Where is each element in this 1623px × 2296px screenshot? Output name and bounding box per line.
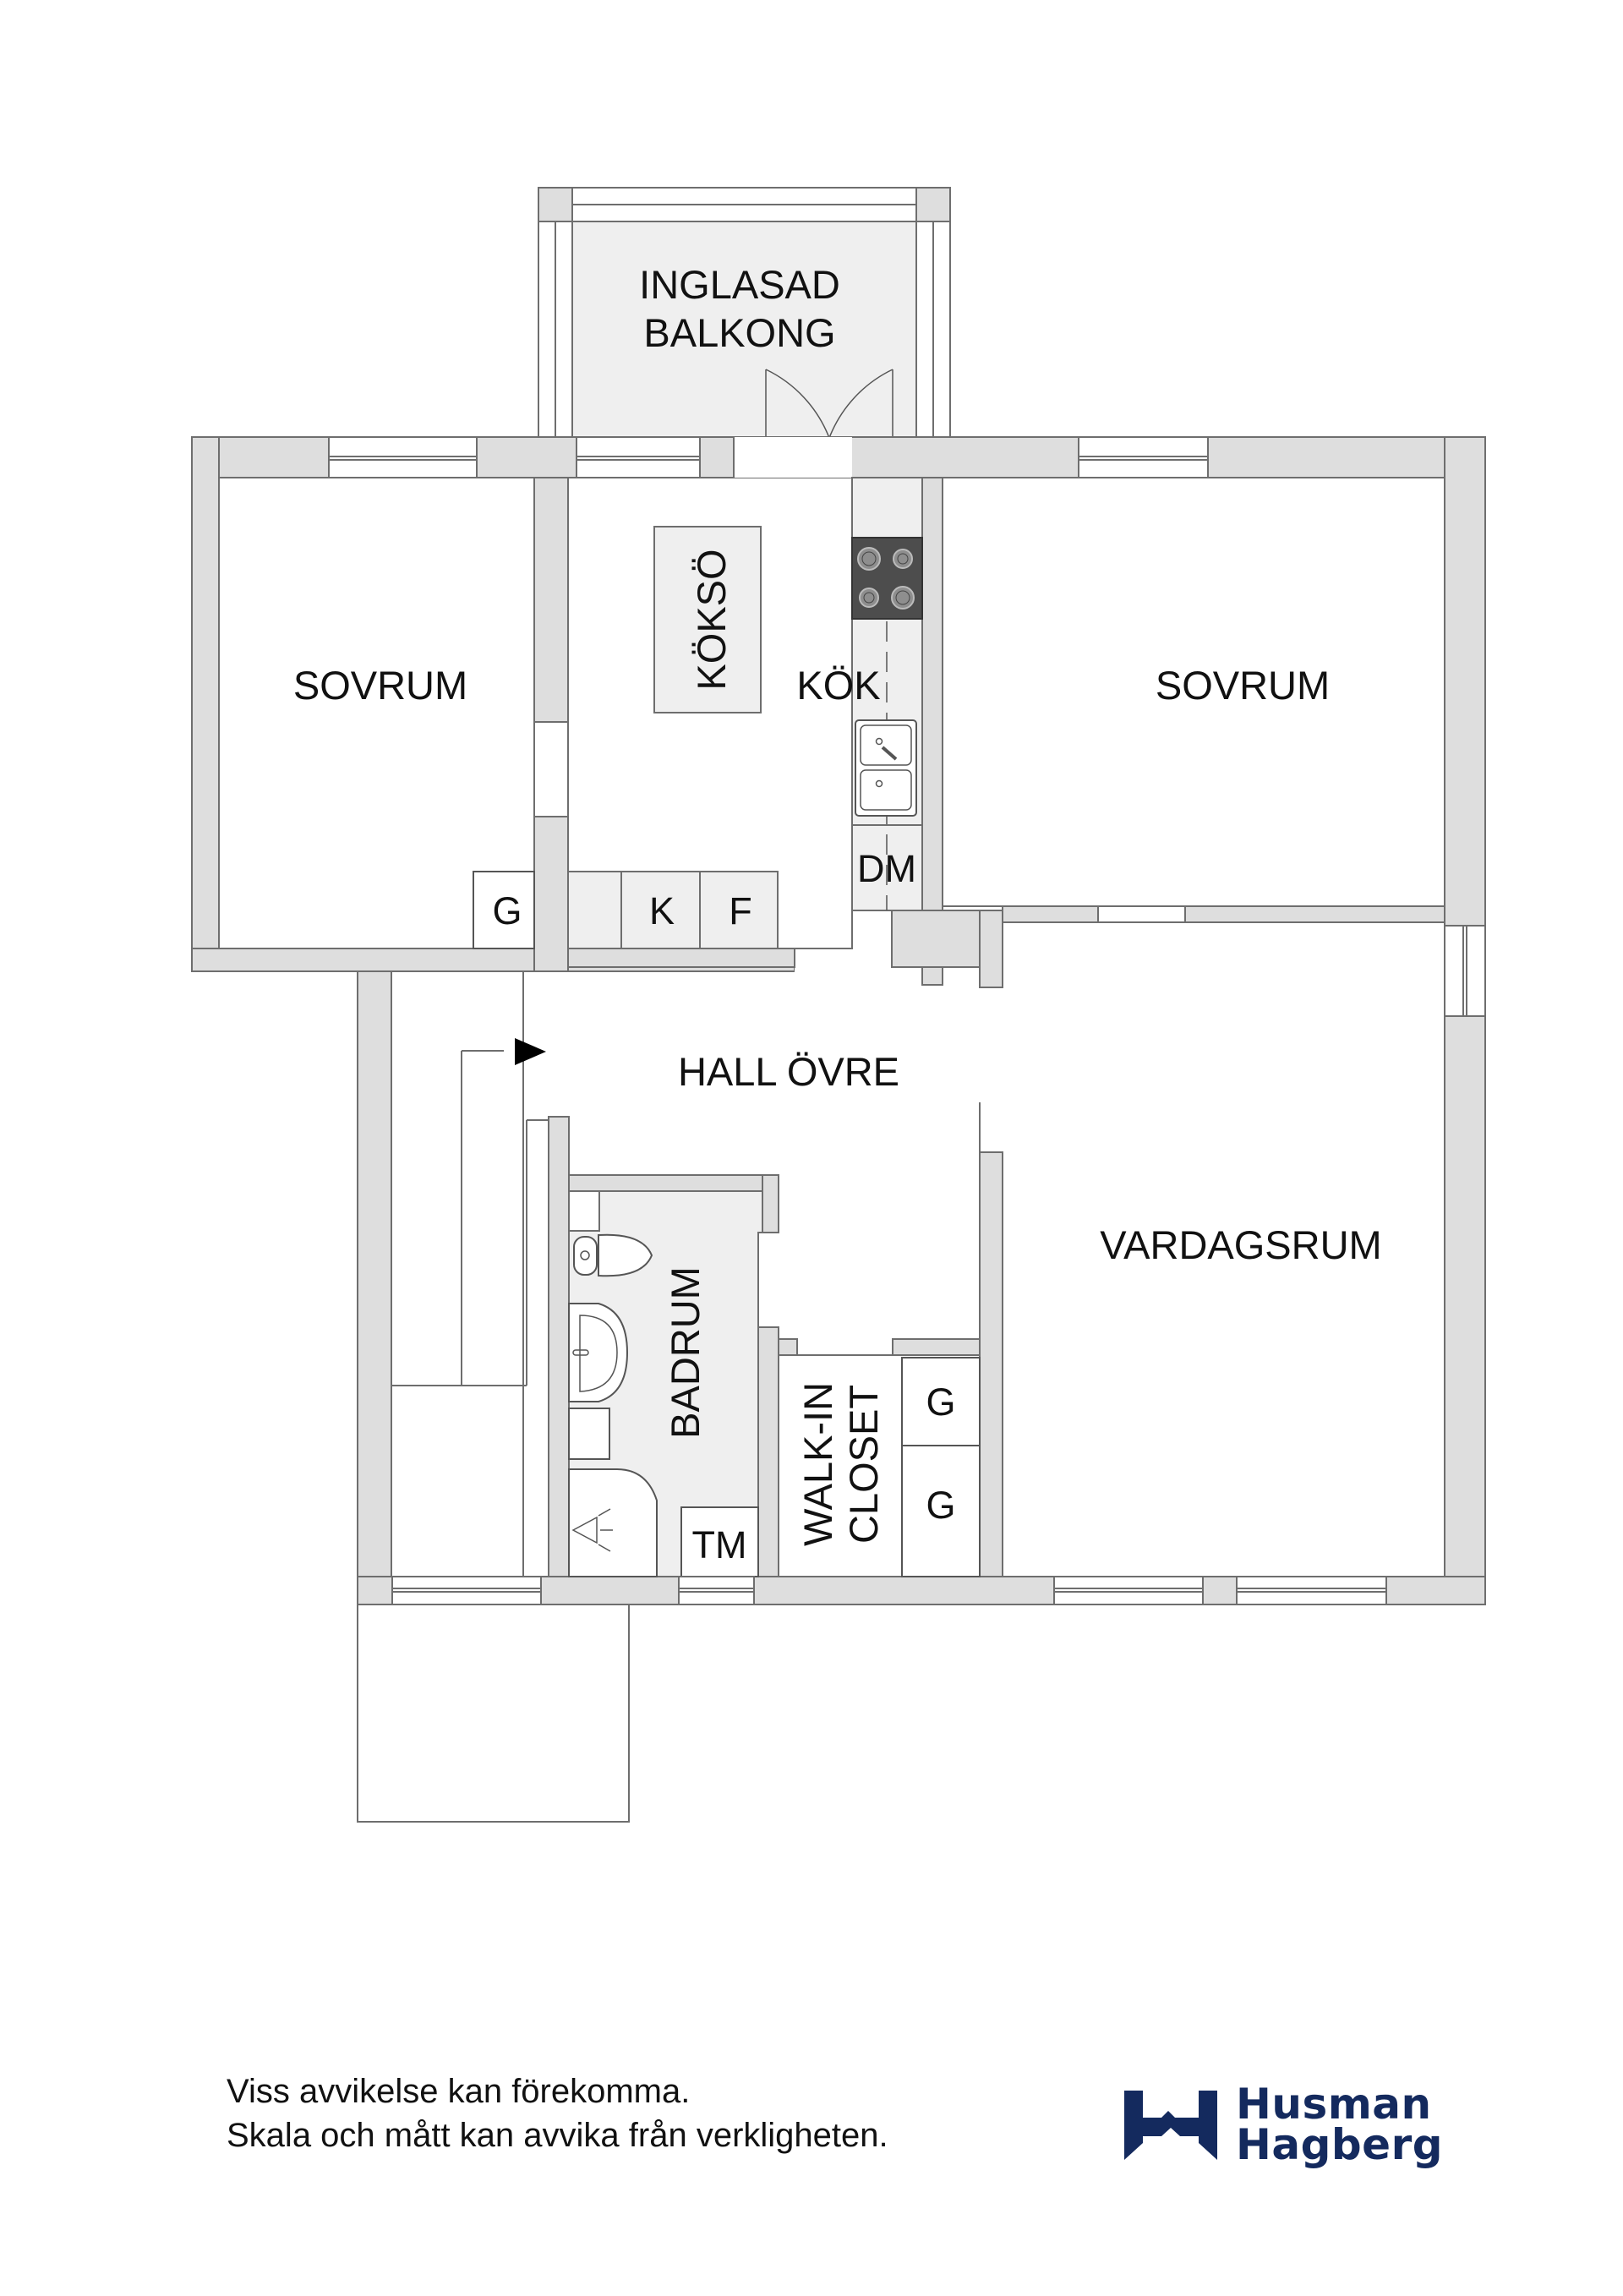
- kitchen-island: [653, 526, 762, 713]
- label-walkin-2: CLOSET: [841, 1385, 886, 1544]
- label-dishwasher: DM: [857, 847, 916, 890]
- cabinet: [568, 1408, 610, 1460]
- top-windows: [328, 436, 1209, 478]
- stove-icon: [851, 537, 923, 620]
- disclaimer-line-2: Skala och mått kan avvika från verklighe…: [227, 2117, 888, 2154]
- label-fridge: K: [649, 889, 675, 932]
- brand-line-1: Husman: [1236, 2080, 1432, 2129]
- label-kitchen-island: KÖKSÖ: [689, 549, 734, 690]
- label-bedroom-left: SOVRUM: [293, 663, 467, 708]
- disclaimer: Viss avvikelse kan förekomma. Skala och …: [227, 2069, 888, 2157]
- label-wardrobe-1: G: [926, 1380, 955, 1424]
- label-bathroom: BADRUM: [663, 1266, 708, 1439]
- sink-icon: [855, 719, 917, 817]
- label-washing-machine: TM: [692, 1523, 747, 1566]
- wardrobe-bedroom-left: [473, 871, 535, 949]
- stair-arrow-icon: [515, 1038, 546, 1065]
- shower-icon: [568, 1468, 658, 1577]
- kitchen-counter: [567, 477, 923, 949]
- label-hall: HALL ÖVRE: [678, 1049, 899, 1094]
- label-freezer: F: [729, 889, 752, 932]
- washbasin-icon: [568, 1303, 629, 1402]
- label-kitchen: KÖK: [796, 663, 880, 708]
- bedroom-right-floor: [942, 477, 1445, 907]
- staircase: [391, 970, 549, 1577]
- walk-in-closet: [778, 1354, 981, 1577]
- bedroom-left-floor: [218, 477, 535, 949]
- glazed-balcony: [538, 187, 951, 439]
- label-walkin-1: WALK-IN: [795, 1382, 840, 1546]
- bottom-windows: [391, 1576, 1387, 1605]
- label-balcony-1: INGLASAD: [639, 262, 840, 307]
- double-door-icon: [765, 369, 893, 439]
- label-wardrobe-2: G: [926, 1484, 955, 1527]
- bathroom: [568, 1190, 763, 1577]
- label-living-room: VARDAGSRUM: [1100, 1222, 1381, 1267]
- disclaimer-line-1: Viss avvikelse kan förekomma.: [227, 2073, 691, 2110]
- label-balcony-2: BALKONG: [643, 310, 835, 355]
- label-wardrobe-left: G: [492, 889, 522, 932]
- brand-line-2: Hagberg: [1236, 2120, 1444, 2169]
- toilet-icon: [573, 1233, 653, 1277]
- brand-logo: Husman Hagberg: [1124, 2080, 1444, 2169]
- side-window: [1444, 925, 1486, 1017]
- husman-hagberg-logo-icon: [1124, 2091, 1217, 2160]
- label-bedroom-right: SOVRUM: [1156, 663, 1330, 708]
- interior-walls: [533, 477, 1445, 1577]
- patio: [357, 1604, 630, 1823]
